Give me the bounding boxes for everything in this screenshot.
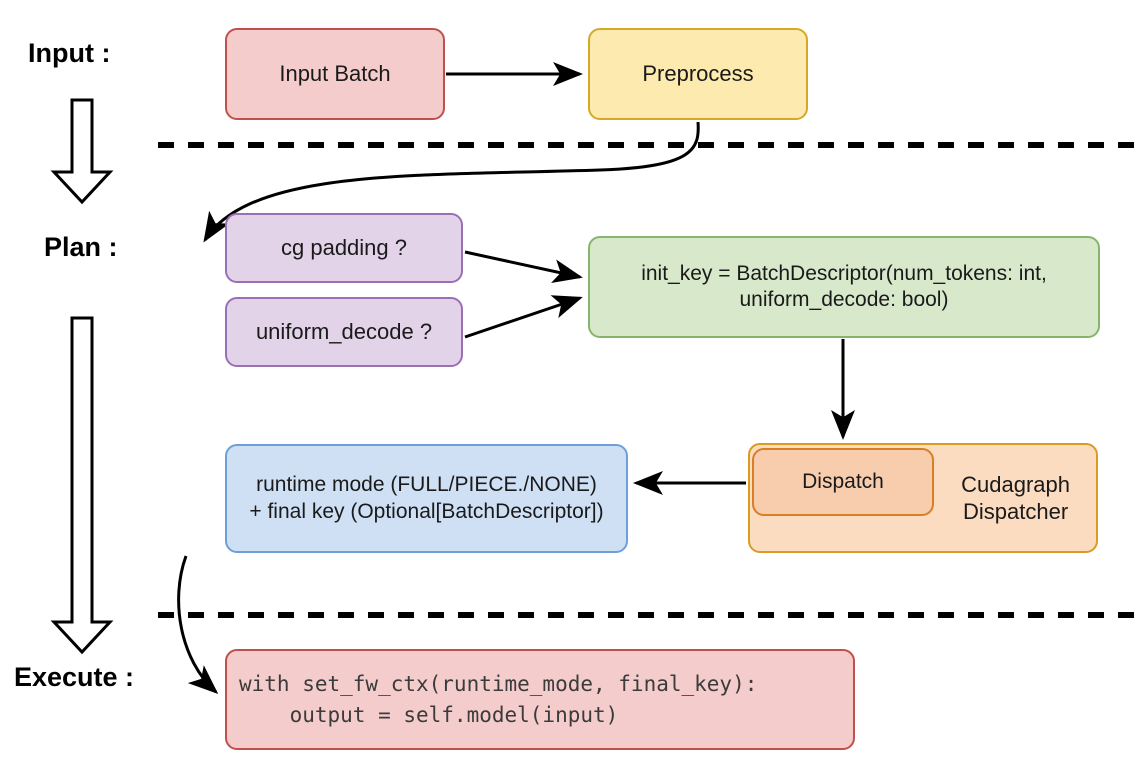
node-cg-padding-label: cg padding ? <box>281 235 407 261</box>
stage-flow-arrow-1 <box>50 98 114 205</box>
edge-cg-padding-to-init-key <box>464 250 583 283</box>
node-input-batch[interactable]: Input Batch <box>225 28 445 120</box>
node-preprocess-label: Preprocess <box>642 61 754 87</box>
stage-label-input: Input : <box>28 38 111 68</box>
node-input-batch-label: Input Batch <box>279 61 391 87</box>
edge-runtime-mode-to-code-block <box>177 555 219 694</box>
node-code-block-text: with set_fw_ctx(runtime_mode, final_key)… <box>239 672 758 727</box>
node-dispatch[interactable]: Dispatch <box>752 448 934 516</box>
stage-flow-arrow-2 <box>50 316 114 655</box>
node-code-block[interactable]: with set_fw_ctx(runtime_mode, final_key)… <box>225 649 855 750</box>
node-cudagraph-dispatcher-label: Cudagraph Dispatcher <box>961 471 1070 525</box>
node-init-key-label: init_key = BatchDescriptor(num_tokens: i… <box>641 261 1047 311</box>
edge-uniform-decode-to-init-key <box>464 295 583 339</box>
node-uniform-decode[interactable]: uniform_decode ? <box>225 297 463 367</box>
node-uniform-decode-label: uniform_decode ? <box>255 319 433 345</box>
node-runtime-mode-label: runtime mode (FULL/PIECE./NONE) + final … <box>249 473 604 523</box>
node-preprocess[interactable]: Preprocess <box>588 28 808 120</box>
node-cg-padding[interactable]: cg padding ? <box>225 213 463 283</box>
node-runtime-mode[interactable]: runtime mode (FULL/PIECE./NONE) + final … <box>225 444 628 553</box>
stage-label-execute: Execute : <box>14 662 135 692</box>
stage-label-plan: Plan : <box>44 232 118 262</box>
node-dispatch-label: Dispatch <box>802 469 884 493</box>
node-init-key[interactable]: init_key = BatchDescriptor(num_tokens: i… <box>588 236 1100 338</box>
